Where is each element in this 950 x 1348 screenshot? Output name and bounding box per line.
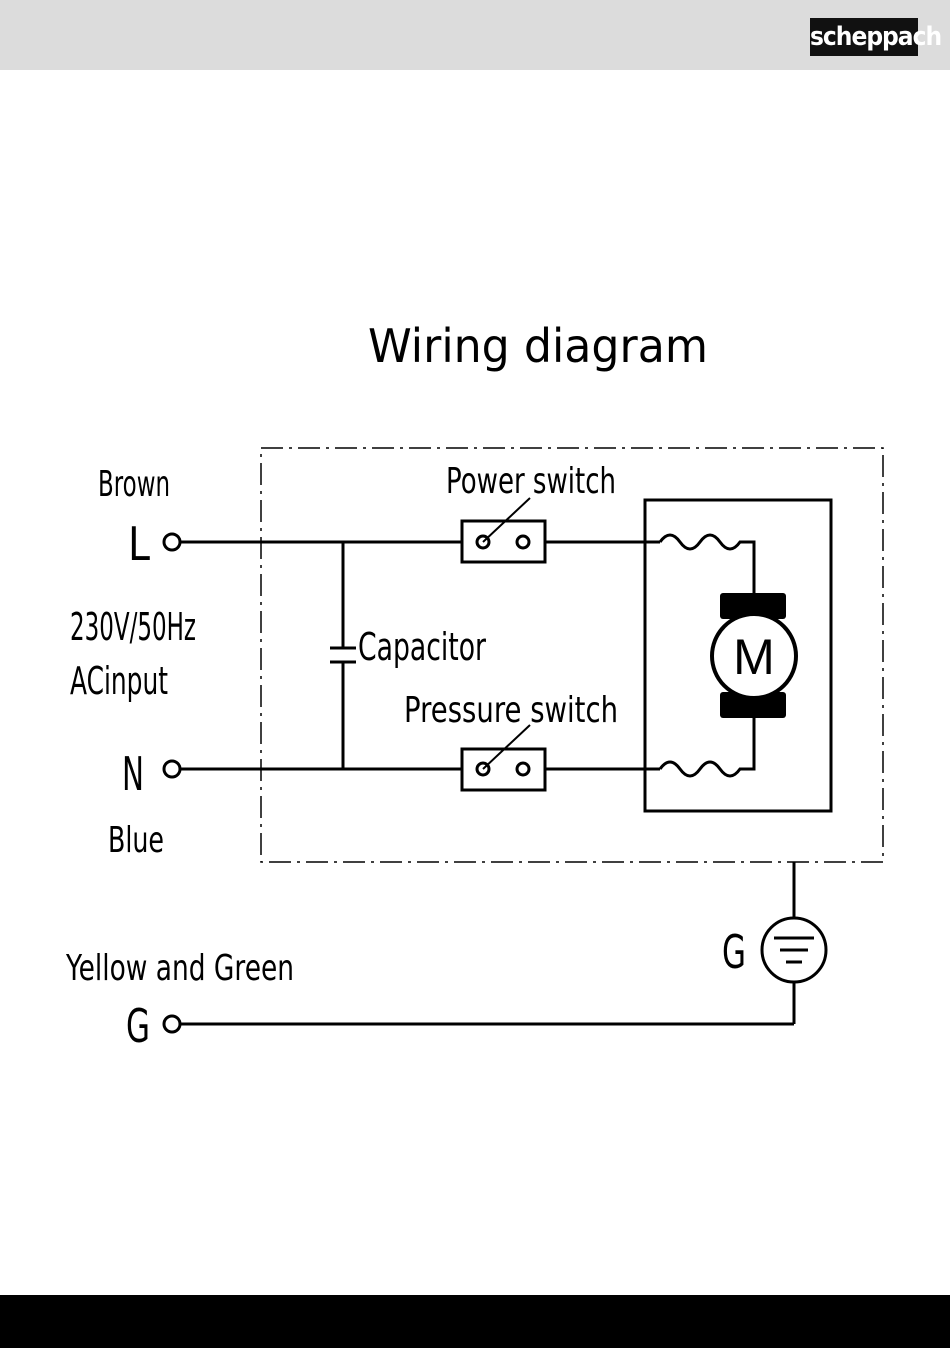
diagram-title: Wiring diagram bbox=[368, 319, 708, 373]
terminal-live bbox=[164, 534, 180, 550]
pressure-switch-symbol bbox=[462, 725, 545, 790]
earth-ground-symbol bbox=[762, 918, 826, 982]
label-input-voltage: 230V/50Hz bbox=[70, 605, 196, 649]
motor-symbol: M bbox=[712, 593, 796, 718]
motor-label: M bbox=[733, 629, 775, 685]
lower-winding bbox=[660, 716, 754, 776]
label-brown: Brown bbox=[98, 464, 170, 505]
label-live: L bbox=[128, 517, 150, 571]
label-power-switch: Power switch bbox=[446, 461, 616, 502]
page-footer bbox=[0, 1295, 950, 1348]
power-switch-symbol bbox=[462, 498, 545, 562]
terminal-neutral bbox=[164, 761, 180, 777]
label-pressure-switch: Pressure switch bbox=[404, 690, 618, 731]
terminal-earth bbox=[164, 1016, 180, 1032]
label-earth-symbol: G bbox=[722, 925, 746, 979]
capacitor-symbol bbox=[330, 648, 356, 662]
label-yellow-green: Yellow and Green bbox=[65, 948, 294, 989]
label-blue: Blue bbox=[108, 820, 164, 861]
label-ac-input: ACinput bbox=[70, 659, 168, 703]
label-earth: G bbox=[126, 999, 150, 1053]
label-neutral: N bbox=[122, 747, 144, 801]
upper-winding bbox=[660, 535, 754, 594]
label-capacitor: Capacitor bbox=[358, 625, 486, 669]
